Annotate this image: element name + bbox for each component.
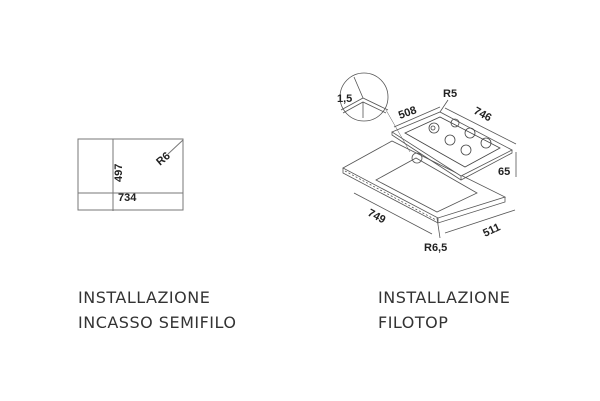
burner-grates bbox=[404, 116, 501, 168]
caption-line-2: INCASSO SEMIFILO bbox=[78, 313, 237, 332]
dim-r6-5: R6,5 bbox=[424, 242, 447, 254]
caption-semiflush: INSTALLAZIONE INCASSO SEMIFILO bbox=[78, 285, 236, 335]
dim-508: 508 bbox=[397, 104, 418, 122]
caption-line-1: INSTALLAZIONE bbox=[78, 288, 211, 307]
dim-734: 734 bbox=[118, 192, 137, 204]
semiflush-cutout-drawing bbox=[77, 138, 184, 211]
dim-749: 749 bbox=[366, 207, 388, 226]
caption-line-2: FILOTOP bbox=[378, 313, 449, 332]
flush-top-drawing bbox=[339, 72, 517, 239]
dim-1-5: 1,5 bbox=[337, 93, 352, 105]
dim-r5: R5 bbox=[443, 88, 457, 100]
caption-line-1: INSTALLAZIONE bbox=[378, 288, 511, 307]
caption-flushtop: INSTALLAZIONE FILOTOP bbox=[378, 285, 510, 335]
dim-65: 65 bbox=[498, 166, 510, 178]
dim-511: 511 bbox=[481, 221, 502, 239]
dim-746: 746 bbox=[472, 105, 494, 124]
dim-497: 497 bbox=[113, 164, 125, 182]
